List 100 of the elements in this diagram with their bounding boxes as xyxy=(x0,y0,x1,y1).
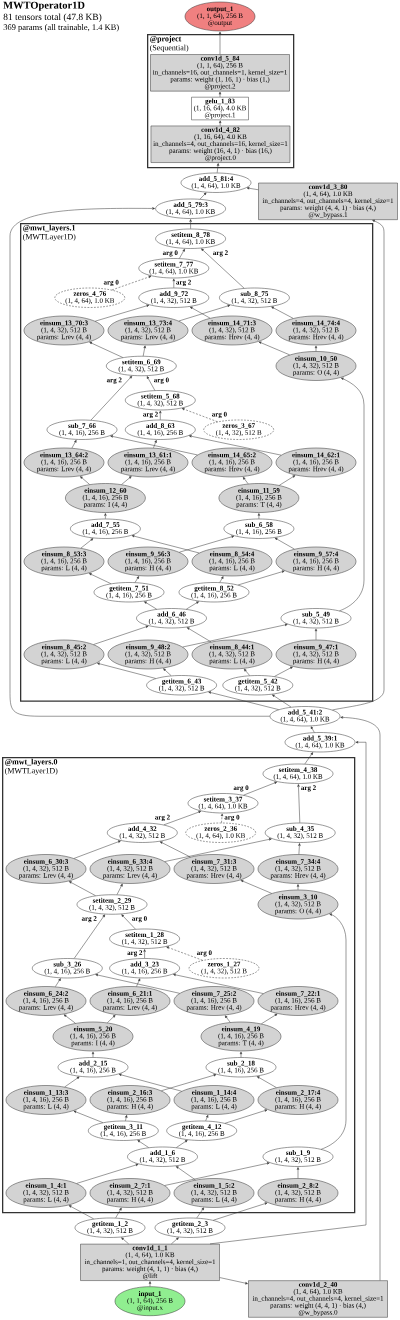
arrow xyxy=(93,625,149,645)
arrow xyxy=(69,881,96,896)
arrow xyxy=(121,476,132,485)
arrow xyxy=(142,345,146,357)
arrow xyxy=(73,840,121,859)
arrow xyxy=(242,476,249,485)
arrow xyxy=(196,1207,204,1219)
arrow xyxy=(89,342,124,358)
arrow xyxy=(166,946,203,961)
arrow xyxy=(179,248,185,259)
summary-line: 369 params (all trainable, 1.4 KB) xyxy=(3,24,119,32)
arrow xyxy=(274,537,295,550)
arrow xyxy=(257,513,261,519)
arrow xyxy=(332,219,385,711)
arrow xyxy=(64,1076,80,1088)
arrow xyxy=(258,341,290,356)
arrow xyxy=(314,345,318,352)
arrow xyxy=(115,1207,122,1219)
arrow xyxy=(121,1237,129,1245)
arrow xyxy=(182,623,288,648)
graph-title: MWTOperator1D xyxy=(3,1,85,11)
arrow xyxy=(144,601,157,610)
arrow xyxy=(163,668,172,676)
arrow xyxy=(121,914,136,930)
arrow xyxy=(190,306,211,319)
arrow xyxy=(189,435,282,456)
arrow xyxy=(186,601,199,610)
arrow xyxy=(137,1140,149,1148)
arrow xyxy=(159,410,162,420)
arrow xyxy=(314,628,318,640)
arrow xyxy=(271,306,294,319)
arrow xyxy=(176,1140,188,1148)
arrow xyxy=(274,666,293,677)
arrow xyxy=(244,668,250,676)
arrow xyxy=(240,880,272,894)
arrow xyxy=(97,662,156,679)
arrow xyxy=(304,752,314,765)
arrow xyxy=(219,120,222,126)
arrow xyxy=(172,278,175,288)
arrow xyxy=(107,1014,116,1023)
arrow xyxy=(94,304,150,322)
arrow xyxy=(179,535,235,553)
arrow xyxy=(136,978,141,987)
arrow xyxy=(218,91,222,98)
arrow xyxy=(256,1076,277,1088)
arrow xyxy=(199,192,207,200)
arrow xyxy=(220,813,224,823)
arrow xyxy=(143,949,146,959)
arrow xyxy=(73,1110,104,1123)
arrow xyxy=(153,440,157,449)
arrow xyxy=(296,1167,300,1179)
arrow xyxy=(279,475,296,486)
arrow xyxy=(125,1115,128,1121)
arrow xyxy=(175,1166,196,1181)
arrow xyxy=(90,375,133,421)
arrow xyxy=(161,1074,217,1091)
arrow xyxy=(163,811,202,826)
arrow xyxy=(131,535,200,554)
arrow xyxy=(173,973,264,994)
arrow xyxy=(178,304,231,322)
arrow xyxy=(73,914,105,959)
arrow xyxy=(76,1163,139,1184)
arrow xyxy=(218,31,222,55)
arrow xyxy=(118,1073,182,1092)
arrow xyxy=(91,1051,95,1058)
arrow xyxy=(80,476,90,485)
arrow xyxy=(224,1015,231,1023)
arrow xyxy=(261,1013,278,1025)
arrow xyxy=(104,513,107,519)
arrow xyxy=(68,1205,94,1220)
arrow xyxy=(95,973,180,994)
arrow xyxy=(111,275,152,291)
arrow xyxy=(298,843,301,855)
arrow xyxy=(296,884,300,890)
arrow xyxy=(9,207,270,717)
arrow xyxy=(272,694,292,708)
arrow xyxy=(148,1281,152,1287)
arrow xyxy=(110,435,198,456)
arrow xyxy=(63,1014,76,1024)
arrow xyxy=(340,716,381,1281)
arrow xyxy=(297,784,301,823)
arrow xyxy=(164,1162,270,1186)
arrow xyxy=(164,838,272,862)
arrow xyxy=(189,219,192,229)
arrow xyxy=(181,408,218,422)
arrow xyxy=(80,538,94,549)
arrow xyxy=(71,439,77,449)
arrow xyxy=(171,1237,179,1245)
arrow xyxy=(116,883,123,895)
arrow xyxy=(237,570,285,586)
arrow xyxy=(208,691,279,710)
arrow xyxy=(205,1114,209,1122)
arrow xyxy=(320,913,347,1150)
arrow xyxy=(159,841,191,858)
summary-line: 81 tensors total (47.8 KB) xyxy=(3,13,102,23)
arrow xyxy=(89,573,112,584)
arrow xyxy=(216,163,220,173)
arrow xyxy=(310,726,315,733)
arrow xyxy=(243,781,278,796)
arrow xyxy=(134,576,139,583)
